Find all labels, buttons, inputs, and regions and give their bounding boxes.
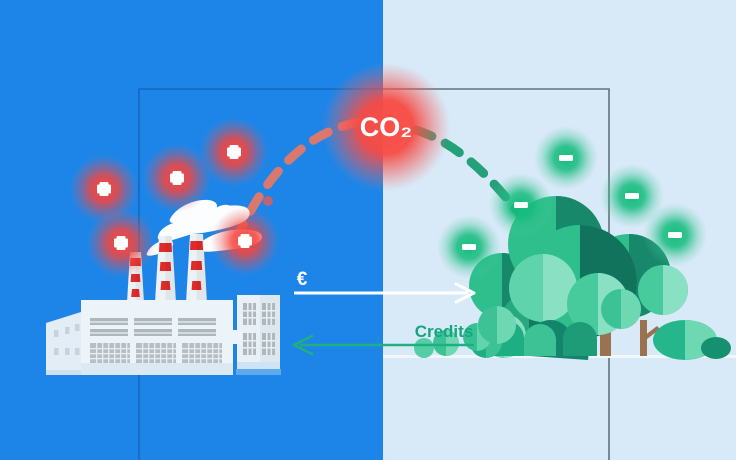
absorption-orb (600, 164, 664, 228)
small-trees (478, 289, 641, 344)
absorption-orb (437, 215, 501, 279)
euro-arrow-head (454, 282, 476, 304)
emission-orb (143, 144, 211, 212)
emission-orb (200, 118, 268, 186)
factory-main-hall (81, 312, 242, 375)
credits-label: Credits (415, 322, 474, 341)
absorption-particles (437, 126, 707, 279)
absorption-orb (489, 173, 553, 237)
smokestack (186, 234, 207, 303)
absorption-orb (643, 203, 707, 267)
absorption-orb (534, 126, 598, 190)
smokestack (155, 236, 176, 303)
emission-particles (70, 118, 279, 277)
payment-flow[interactable]: € (294, 269, 476, 304)
emission-orb (70, 155, 138, 223)
euro-label: € (297, 269, 308, 290)
carbon-sink-forest (414, 196, 731, 360)
smoke-puff (169, 199, 218, 224)
emission-orb (211, 207, 279, 275)
factory-tower (236, 295, 281, 375)
factory-annex (46, 312, 81, 375)
credits-arrow-head (292, 334, 314, 356)
credits-flow[interactable]: Credits (292, 322, 474, 356)
emission-orb (87, 209, 155, 277)
factory-roof (81, 300, 233, 312)
co2-cloud: CO₂ (322, 63, 450, 191)
co2-label: CO₂ (360, 112, 413, 142)
smokestacks (127, 234, 207, 303)
